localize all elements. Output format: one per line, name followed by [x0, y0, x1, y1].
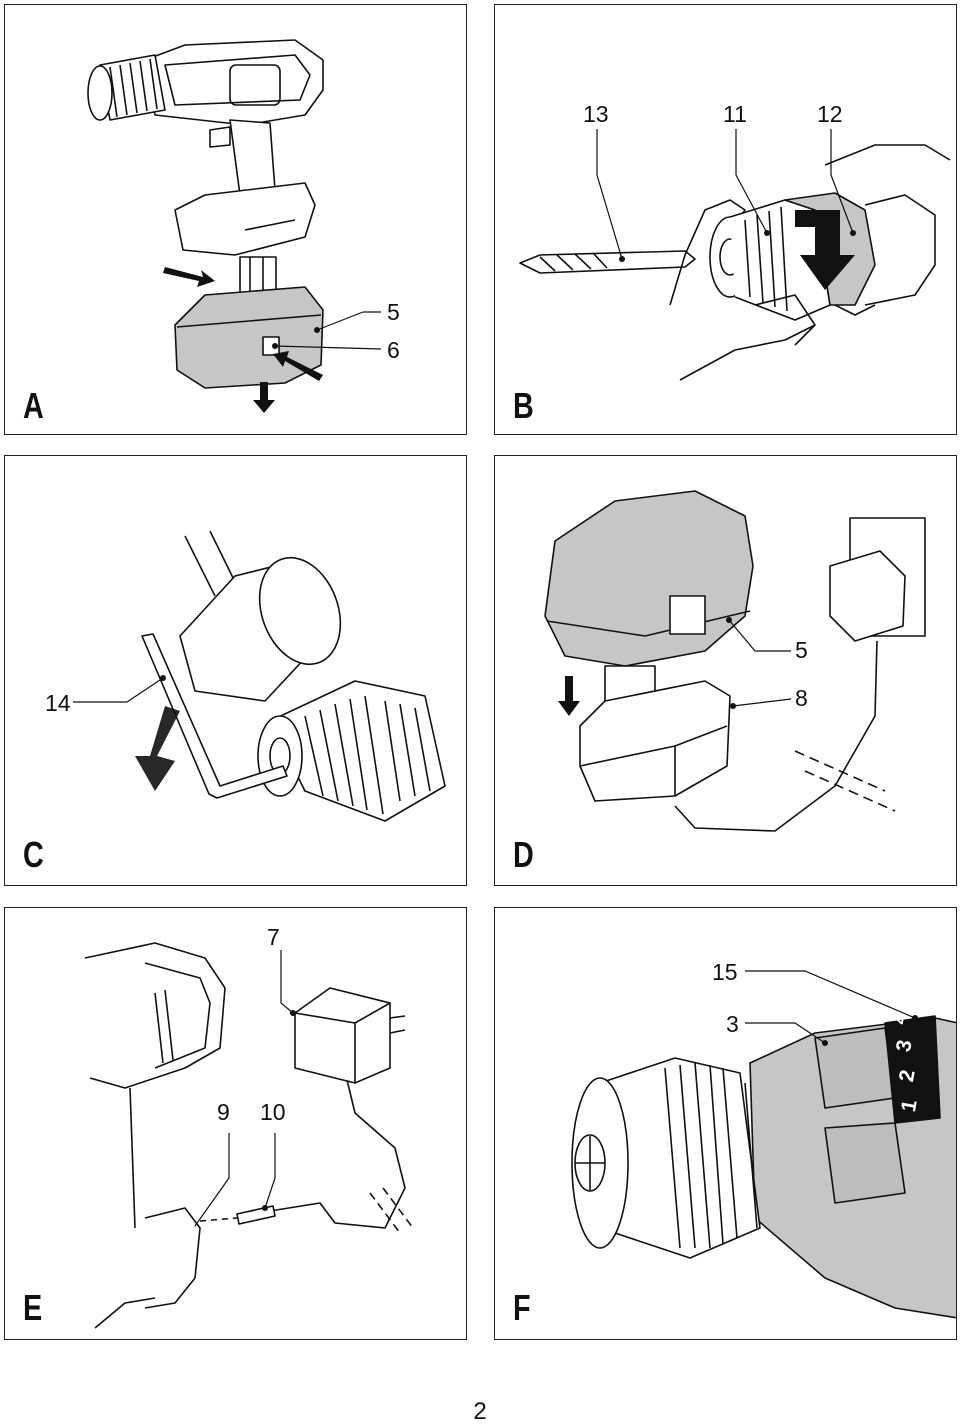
callout-10: 10 [260, 1099, 286, 1125]
callout-13: 13 [583, 101, 609, 127]
figure-panel-d: 5 8 D [494, 455, 957, 886]
panel-letter: C [23, 834, 44, 875]
panel-letter: B [513, 385, 534, 426]
callout-15: 15 [712, 959, 738, 985]
callout-5: 5 [795, 637, 808, 663]
callout-7: 7 [267, 924, 280, 950]
callout-9: 9 [217, 1099, 230, 1125]
hex-key-chuck-removal-illustration [73, 530, 446, 822]
drill-battery-removal-illustration [87, 39, 382, 413]
figure-panel-c: 14 C [4, 455, 467, 886]
figure-panel-f: 1 2 3 4 15 3 F [494, 907, 957, 1340]
battery-charger-illustration [544, 490, 926, 832]
figure-panel-b: 13 11 12 B [494, 4, 957, 435]
charging-adapter-illustration [84, 942, 414, 1329]
page-number: 2 [473, 1398, 487, 1425]
callout-12: 12 [817, 101, 843, 127]
callout-3: 3 [726, 1011, 739, 1037]
figure-panel-a: 5 6 A [4, 4, 467, 435]
panel-letter: A [23, 385, 44, 426]
callout-14: 14 [45, 690, 71, 716]
torque-collar-illustration [571, 970, 956, 1319]
callout-6: 6 [387, 337, 400, 363]
panel-letter: E [23, 1287, 43, 1328]
callout-8: 8 [795, 685, 808, 711]
chuck-bit-insertion-illustration [519, 129, 951, 381]
figure-panel-e: 7 9 10 E [4, 907, 467, 1340]
panel-letter: F [513, 1287, 531, 1328]
callout-11: 11 [723, 101, 747, 127]
panel-letter: D [513, 834, 534, 875]
callout-5: 5 [387, 299, 400, 325]
